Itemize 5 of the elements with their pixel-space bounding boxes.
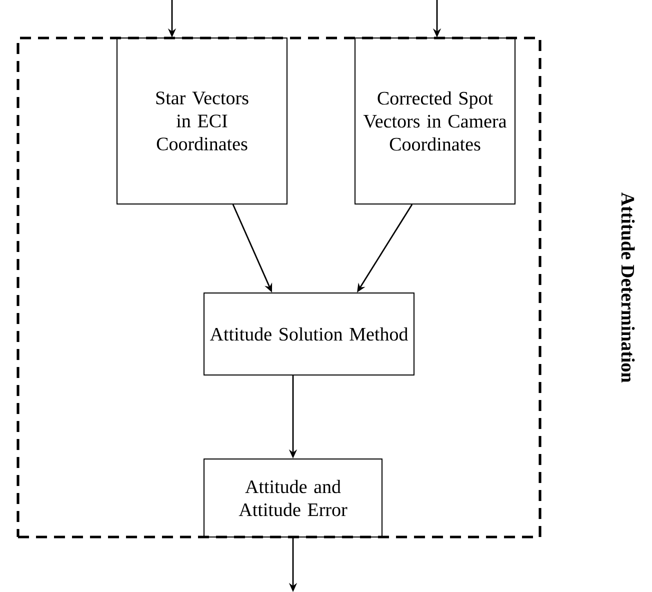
process-box: Attitude and Attitude Error (204, 458, 382, 538)
process-box: Attitude Solution Method (204, 292, 414, 376)
node-label: Attitude Determination (621, 192, 635, 382)
process-box: Corrected Spot Vectors in Camera Coordinates (354, 38, 516, 204)
process-box: Star Vectors in ECI Coordinates (116, 38, 288, 204)
